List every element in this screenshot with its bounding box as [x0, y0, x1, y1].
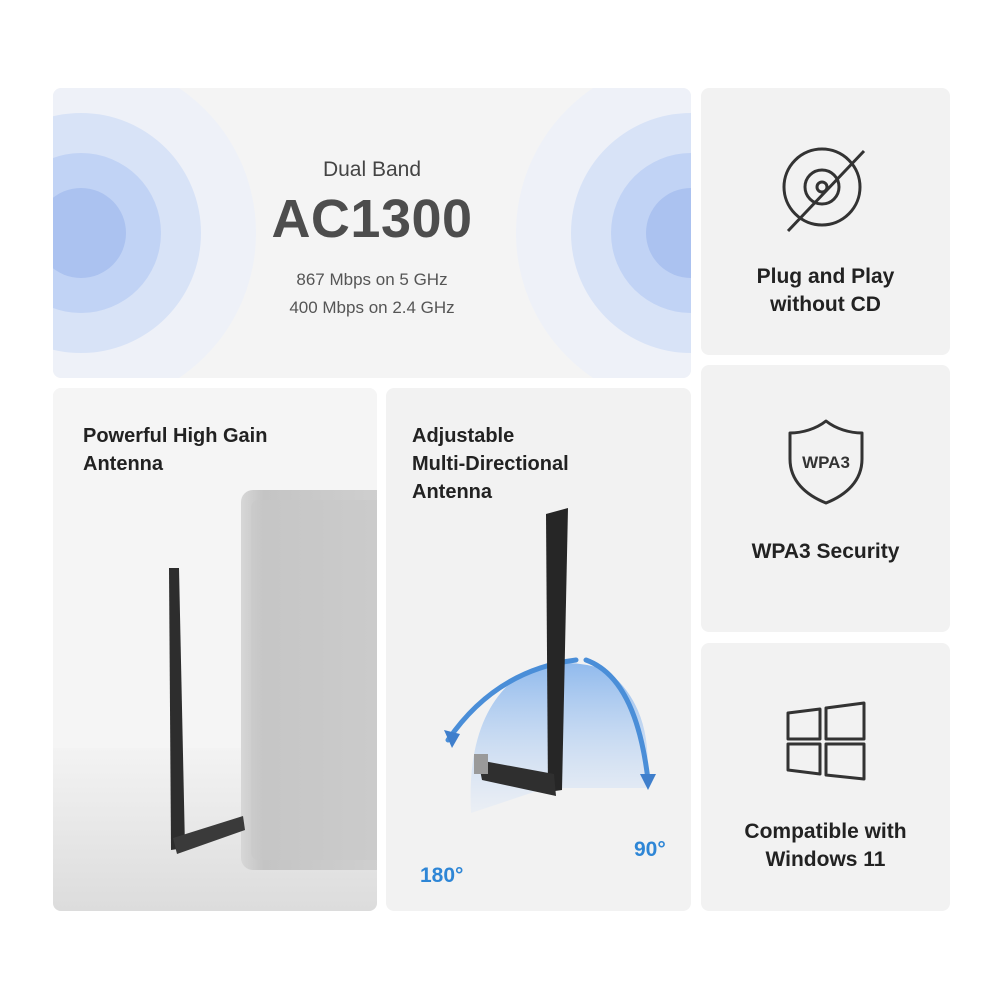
right-arrow-arc [583, 657, 651, 783]
no-cd-icon [782, 147, 865, 233]
high-gain-title: Powerful High Gain Antenna [83, 422, 267, 478]
adjustable-antenna-graphic [444, 508, 656, 813]
model-title: AC1300 [271, 189, 473, 249]
laptop-antenna-photo [53, 388, 377, 911]
plug-line2: without CD [770, 293, 881, 316]
wpa3-card: WPA3 WPA3 Security [701, 365, 950, 632]
left-waves [53, 88, 256, 378]
shield-icon: WPA3 [788, 419, 863, 505]
windows-line2: Windows 11 [765, 848, 886, 871]
signal-waves-graphic [53, 88, 691, 378]
rate-5ghz: 867 Mbps on 5 GHz [296, 270, 448, 289]
plug-line1: Plug and Play [756, 265, 895, 288]
adjust-line3: Antenna [412, 481, 492, 503]
high-gain-antenna-card: Powerful High Gain Antenna [53, 388, 377, 911]
plug-and-play-card: Plug and Play without CD [701, 88, 950, 355]
plug-and-play-label: Plug and Play without CD [701, 263, 950, 319]
speed-card: Dual Band AC1300 867 Mbps on 5 GHz 400 M… [53, 88, 691, 378]
antenna-rod [546, 508, 568, 792]
wpa3-security-label: WPA3 Security [751, 540, 900, 563]
wpa3-badge-text: WPA3 [802, 453, 850, 472]
rate-24ghz: 400 Mbps on 2.4 GHz [289, 298, 455, 317]
left-arrow-head [444, 730, 460, 748]
usb-connector [474, 754, 488, 774]
usb-adapter-body [478, 760, 556, 796]
windows-compat-label: Compatible with Windows 11 [701, 818, 950, 874]
adjust-line2: Multi-Directional [412, 453, 569, 475]
gain-line1: Powerful High Gain [83, 425, 268, 447]
windows-icon [786, 701, 865, 781]
adapter-base [173, 816, 245, 854]
windows-line1: Compatible with [744, 820, 907, 843]
right-waves [516, 88, 691, 378]
antenna-rod [169, 568, 185, 850]
adjust-line1: Adjustable [412, 425, 515, 447]
dual-band-label: Dual Band [322, 158, 422, 181]
angle-90-label: 90° [634, 838, 666, 861]
windows-card: Compatible with Windows 11 [701, 643, 950, 911]
right-arrow-head [640, 774, 656, 790]
angle-180-label: 180° [420, 864, 464, 887]
adjustable-title: Adjustable Multi-Directional Antenna [412, 422, 569, 506]
adjustable-antenna-card: Adjustable Multi-Directional Antenna 180… [386, 388, 691, 911]
gain-line2: Antenna [83, 453, 163, 475]
